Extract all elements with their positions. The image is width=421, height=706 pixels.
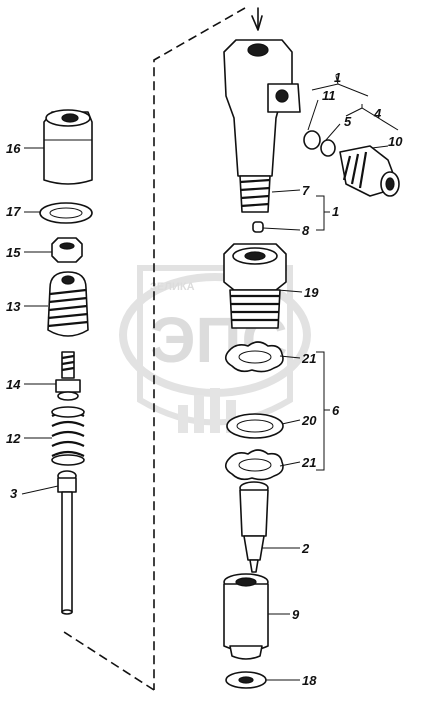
callout-19: 19 (304, 285, 319, 300)
part-fitting-group (303, 130, 400, 197)
arrow-icon (251, 15, 263, 31)
callout-16: 16 (6, 141, 21, 156)
part-washer-18 (225, 671, 267, 689)
callout-11: 11 (322, 88, 336, 103)
leader-lines (21, 75, 399, 681)
callout-12: 12 (6, 431, 21, 446)
part-nozzle-nut (223, 243, 287, 329)
callout-3: 3 (10, 486, 18, 501)
part-push-rod (57, 470, 77, 615)
assembly-dashed-line (63, 7, 246, 691)
callout-21-bottom: 21 (301, 455, 316, 470)
callout-5: 5 (344, 114, 352, 129)
callout-17: 17 (6, 204, 21, 219)
callout-14: 14 (6, 377, 21, 392)
part-adjusting-screw (55, 351, 81, 401)
callout-2: 2 (301, 541, 310, 556)
part-injector-body (223, 39, 301, 213)
callout-21-top: 21 (301, 351, 316, 366)
part-pin (252, 221, 264, 233)
callout-4: 4 (373, 106, 382, 121)
callout-18: 18 (302, 673, 317, 688)
part-spring (51, 406, 85, 466)
part-hex-nut (51, 237, 83, 263)
callout-labels: 16 17 15 13 14 12 3 1 11 4 5 10 7 1 8 19… (6, 70, 403, 688)
part-threaded-sleeve (47, 271, 89, 337)
part-nozzle (239, 481, 269, 573)
callout-1-mid: 1 (332, 204, 339, 219)
callout-10: 10 (388, 134, 403, 149)
callout-9: 9 (292, 607, 300, 622)
part-washer-20 (226, 413, 284, 439)
callout-15: 15 (6, 245, 21, 260)
watermark-site: ЗЕЛИКА (150, 281, 195, 293)
callout-1-top: 1 (334, 70, 341, 85)
part-wavy-washer-top (224, 341, 284, 373)
callout-8: 8 (302, 223, 310, 238)
part-cap-nut (43, 109, 93, 185)
part-wavy-washer-bottom (224, 449, 284, 481)
part-nozzle-cap-nut (223, 573, 269, 660)
callout-6: 6 (332, 403, 340, 418)
callout-20: 20 (301, 413, 317, 428)
part-washer-17 (39, 202, 93, 224)
callout-13: 13 (6, 299, 21, 314)
callout-7: 7 (302, 183, 310, 198)
